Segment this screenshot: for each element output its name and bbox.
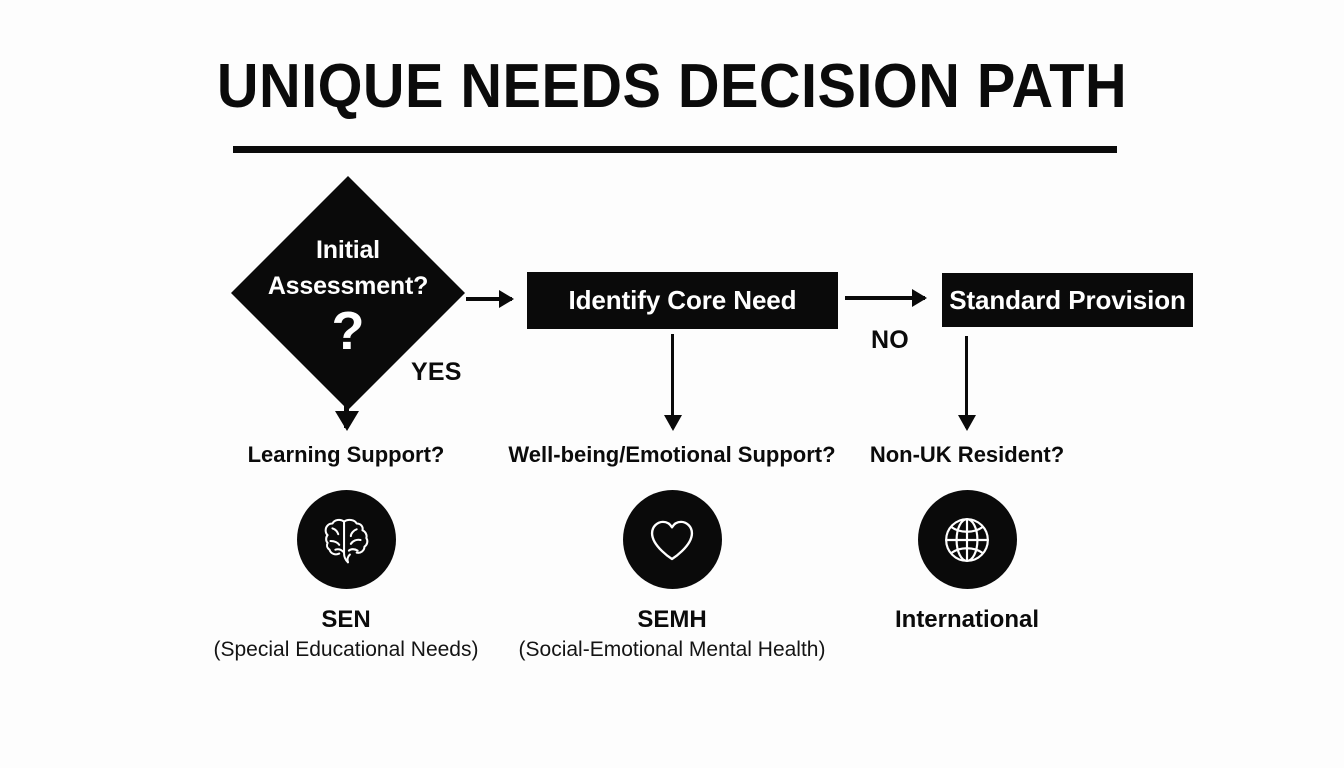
decision-node-initial-assessment[interactable]: Initial Assessment? ? — [231, 176, 465, 410]
edge-label-yes: YES — [411, 358, 462, 386]
branch-semh: Well-being/Emotional Support? SEMH (Soci… — [462, 440, 882, 663]
question-mark-icon: ? — [331, 301, 365, 361]
branch-question-learning-support: Learning Support? — [247, 442, 445, 467]
arrow-decision-to-identify-core-need — [466, 297, 512, 301]
branch-subtitle-semh: (Social-Emotional Mental Health) — [518, 638, 826, 661]
arrow-standard-provision-to-non-uk-resident — [965, 336, 968, 428]
heart-icon — [622, 490, 722, 589]
branch-title-international: International — [894, 606, 1039, 633]
arrow-decision-to-learning-support — [344, 388, 349, 428]
branch-title-sen: SEN — [321, 606, 371, 633]
arrow-identify-core-need-to-wellbeing-support — [671, 334, 674, 428]
title-underline-rule — [233, 146, 1117, 153]
edge-label-no: NO — [871, 326, 909, 354]
page-title: UNIQUE NEEDS DECISION PATH — [216, 52, 1128, 121]
globe-icon — [917, 490, 1017, 589]
arrow-identify-core-need-to-standard-provision — [845, 296, 925, 300]
decision-node-label-line2: Assessment? — [267, 272, 429, 300]
branch-question-non-uk-resident: Non-UK Resident? — [869, 442, 1065, 467]
branch-question-wellbeing-support: Well-being/Emotional Support? — [508, 442, 836, 467]
branch-title-semh: SEMH — [637, 606, 707, 633]
brain-icon — [296, 490, 396, 589]
branch-international: Non-UK Resident? International — [757, 440, 1177, 634]
process-box-identify-core-need[interactable]: Identify Core Need — [527, 272, 838, 329]
branch-sen: Learning Support? SEN (Special Education… — [136, 440, 556, 663]
decision-node-label: Initial Assessment? — [231, 232, 465, 304]
decision-node-label-line1: Initial — [316, 236, 380, 264]
process-box-standard-provision[interactable]: Standard Provision — [942, 273, 1193, 327]
branch-subtitle-sen: (Special Educational Needs) — [213, 638, 479, 661]
